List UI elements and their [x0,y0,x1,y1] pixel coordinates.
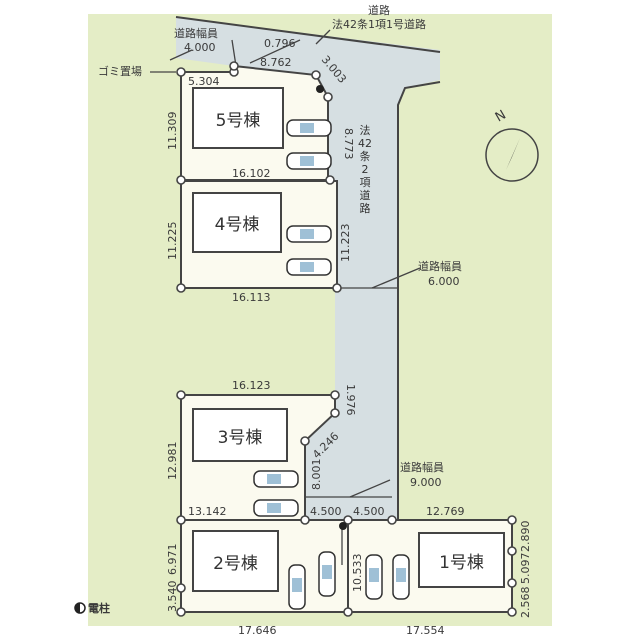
char: 路 [359,202,371,215]
char: 条 [359,150,371,163]
dim: 5.097 [519,552,532,585]
dim: 4.500 [310,505,342,518]
char: 道 [359,189,371,202]
dim: 11.223 [339,223,352,263]
road-width-value: 9.000 [410,476,442,489]
char: 法 [359,124,371,137]
dim: 4.500 [353,505,385,518]
house-4: 4号棟 [192,192,282,253]
garbage-area-label: ゴミ置場 [98,65,142,78]
dim: 1.976 [344,384,357,416]
boundary-markers [176,61,517,617]
house-5: 5号棟 [192,87,284,149]
dim: 13.142 [188,505,227,518]
top-road-label: 道路 [368,4,390,17]
dim: 10.533 [351,553,364,593]
utility-pole-icon [74,85,347,614]
top-road-type: 法42条1項1号道路 [332,18,426,31]
legend-utility-pole: 電柱 [88,602,110,615]
char: 2 [361,163,369,176]
road-width-label: 道路幅員 [400,461,444,474]
house-1: 1号棟 [418,532,505,588]
dim: 8.001 [310,458,323,491]
dim: 2.568 [519,586,532,619]
road-width-value: 4.000 [184,41,216,54]
road-width-label: 道路幅員 [418,260,462,273]
dim: 3.540 [166,580,179,613]
dim: 2.890 [519,520,532,553]
dim: 16.102 [232,167,271,180]
dim: 8.762 [260,56,292,69]
top-road [176,17,440,520]
dim: 11.225 [166,221,179,261]
char: 42 [358,137,372,150]
road-width-value: 6.000 [428,275,460,288]
dim: 6.971 [166,543,179,576]
dim: 12.769 [426,505,465,518]
compass-icon [485,128,539,182]
dim: 17.646 [238,624,277,637]
dim: 0.796 [264,37,296,50]
dim: 11.309 [166,111,179,151]
char: 項 [359,176,371,189]
dim: 16.113 [232,291,271,304]
dim: 12.981 [166,441,179,481]
dim: 5.304 [188,75,220,88]
house-3: 3号棟 [192,408,288,462]
dim: 16.123 [232,379,271,392]
road-width-label: 道路幅員 [174,27,218,40]
dim: 17.554 [406,624,445,637]
house-2: 2号棟 [192,530,279,592]
